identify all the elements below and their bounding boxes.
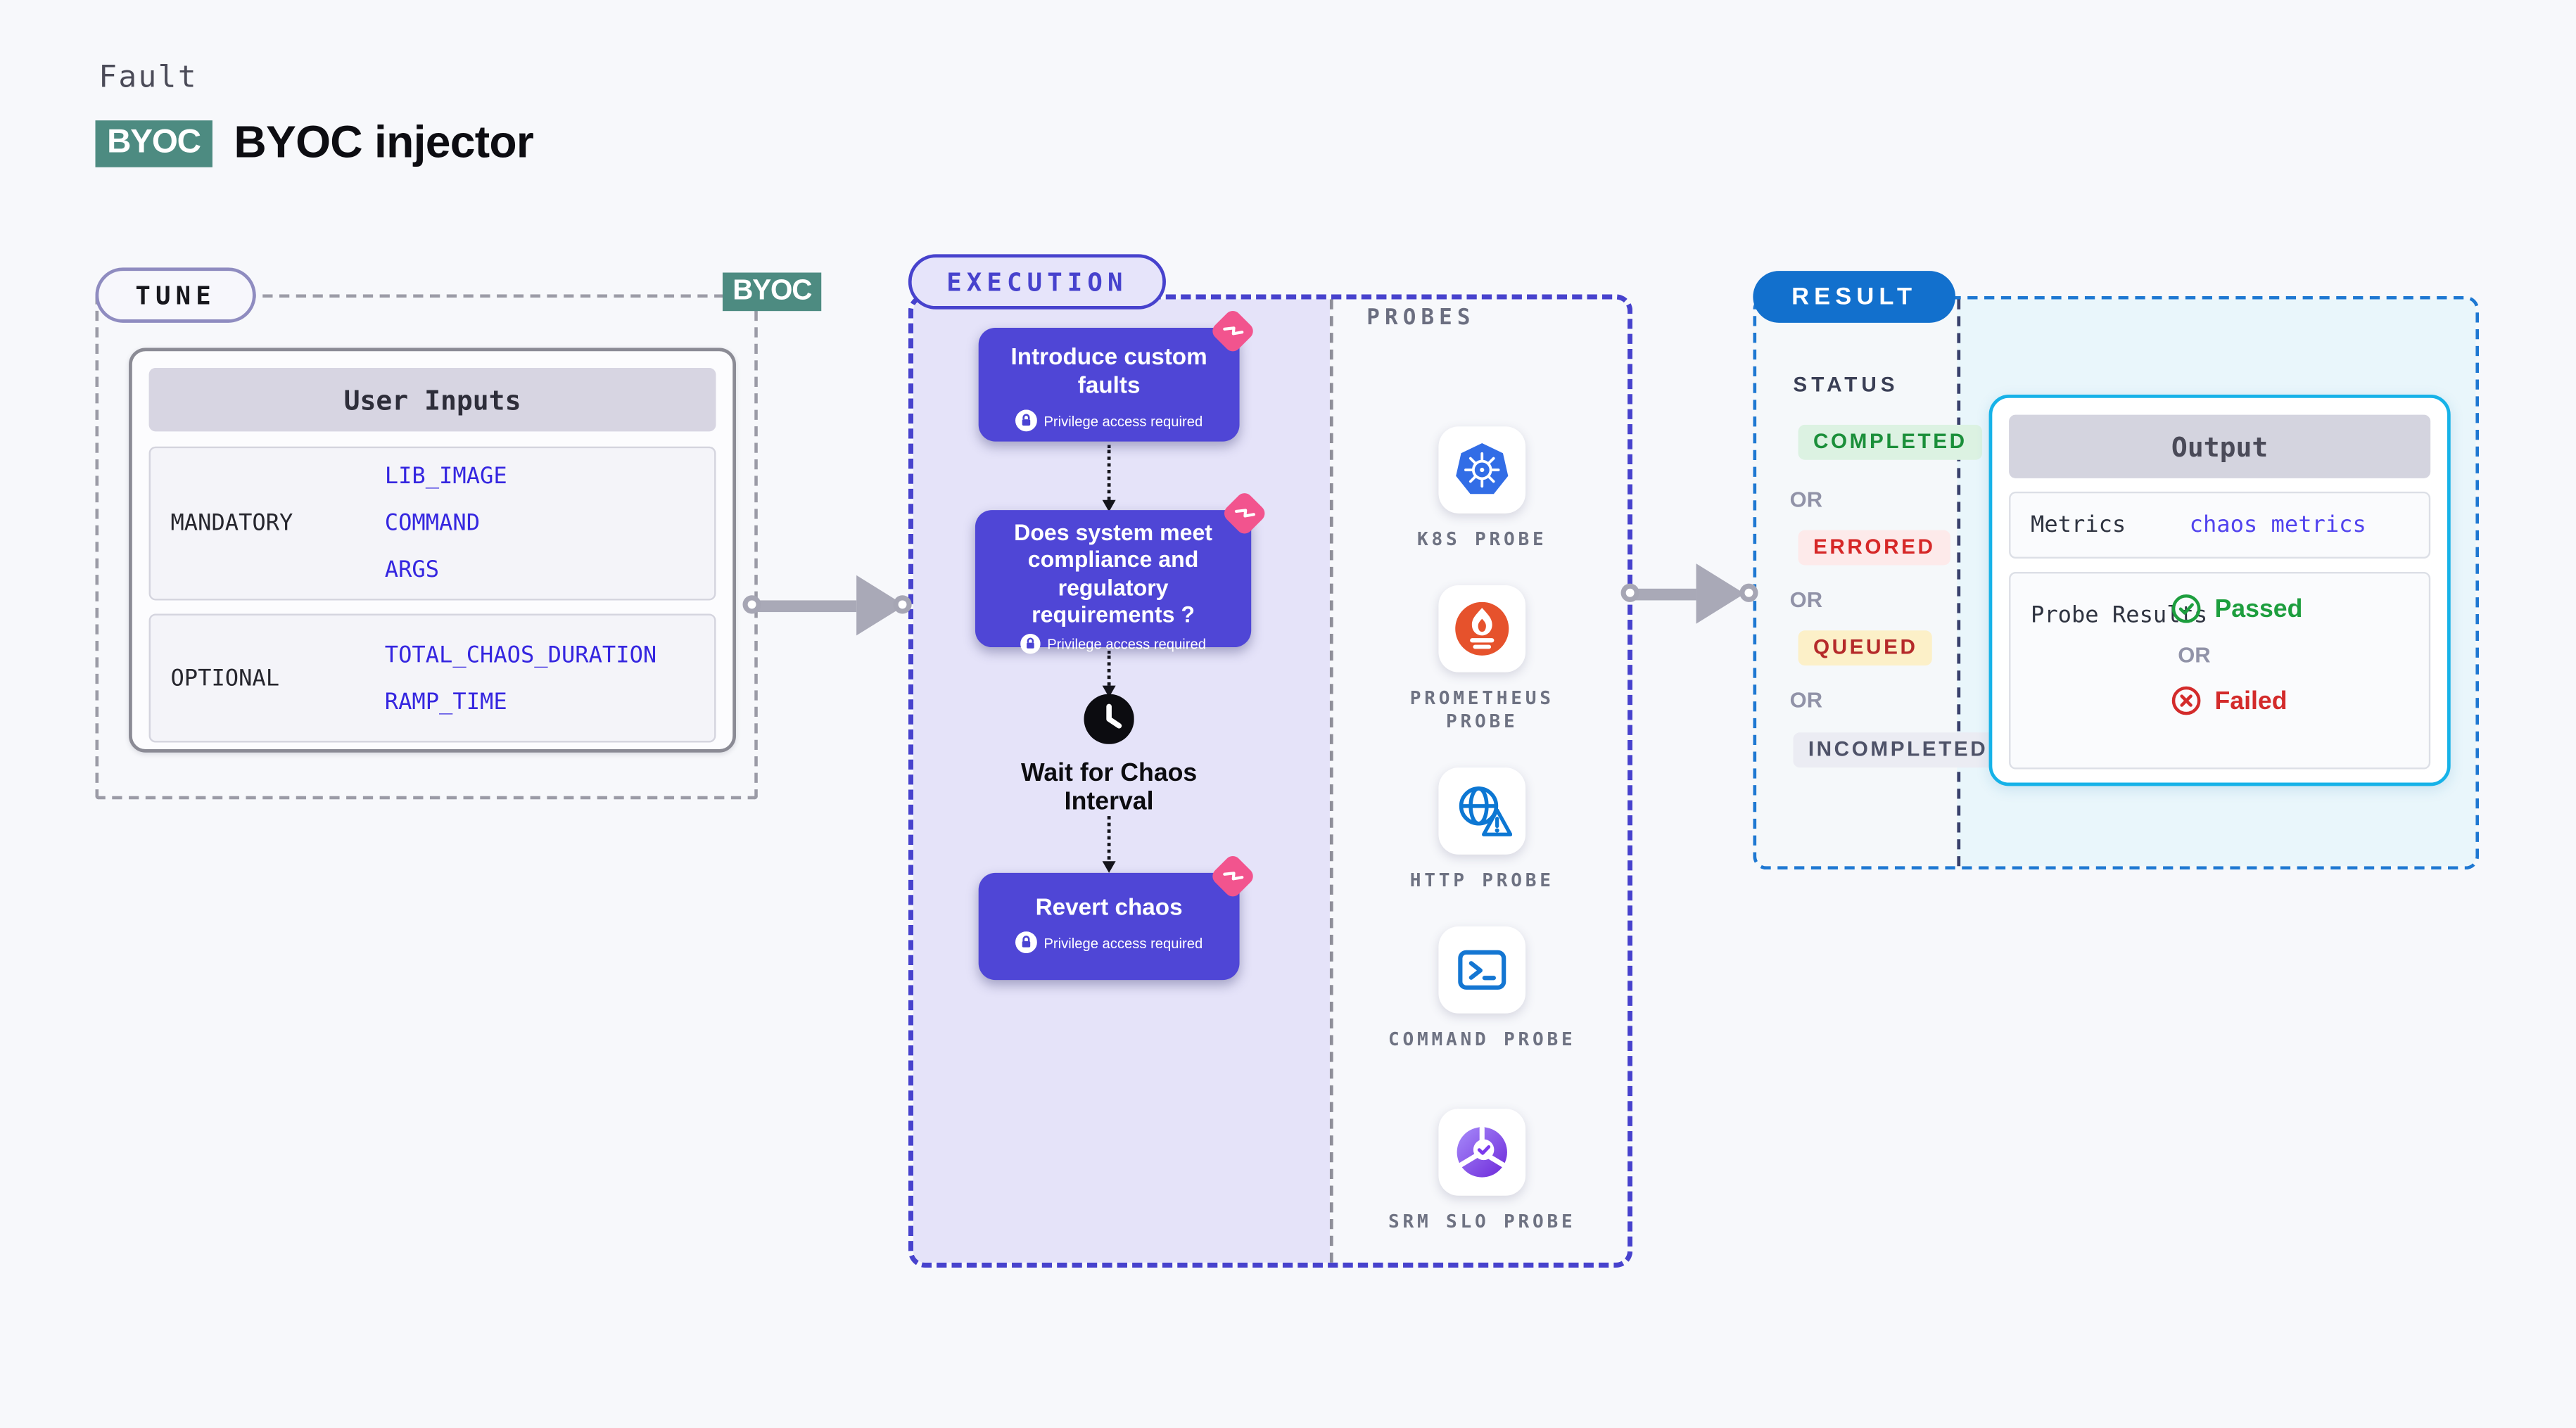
chaos-metrics-link[interactable]: chaos metrics [2189,511,2366,539]
kubernetes-icon [1456,442,1509,495]
or-label: OR [1789,687,1823,713]
status-heading: STATUS [1793,373,1899,397]
failed-result: Failed [2171,686,2423,716]
probes-divider [1329,299,1333,1263]
probe-results-row: Probe Results Passed OR [2009,572,2431,770]
arrowhead-icon [1696,563,1745,624]
privilege-note-text: Privilege access required [1043,412,1203,430]
chaos-experiment-icon [1209,853,1257,900]
execution-panel [913,299,1330,1263]
probe-label: PROMETHEUS PROBE [1409,687,1554,733]
step-title: Does system meet compliance and regulato… [1014,520,1213,628]
probe-card [1438,767,1526,855]
user-inputs-card: User Inputs MANDATORY LIB_IMAGE COMMAND … [129,348,736,753]
status-badge-queued: QUEUED [1798,630,1933,666]
chaos-experiment-icon [1209,307,1257,355]
failed-label: Failed [2214,686,2288,715]
result-pill: RESULT [1753,271,1956,323]
mandatory-row: MANDATORY LIB_IMAGE COMMAND ARGS [148,446,716,601]
title-row: BYOC BYOC injector [95,117,534,169]
step-title: Introduce custom faults [1010,343,1207,398]
arrow-tune-execution [756,600,857,613]
clock-icon [1084,694,1134,744]
probe-k8s: K8S PROBE [1382,426,1582,552]
probe-command: COMMAND PROBE [1382,926,1582,1052]
execution-section [908,294,1633,1268]
output-header: Output [2009,414,2431,478]
privilege-note-text: Privilege access required [1043,933,1203,951]
input-args: ARGS [384,556,440,584]
probe-prometheus: PROMETHEUS PROBE [1382,585,1582,735]
probe-label: K8S PROBE [1416,528,1547,551]
probe-results-label: Probe Results [2031,601,2208,629]
step-introduce-custom-faults: Introduce custom faults Privilege access… [978,307,1257,442]
privilege-note: Privilege access required [979,931,1240,954]
probe-card [1438,426,1526,514]
output-card: Output Metrics chaos metrics Probe Resul… [1988,395,2451,786]
page-title: BYOC injector [234,117,534,167]
connector-dot [1739,583,1758,602]
or-label: OR [2178,642,2211,668]
byoc-logo-badge: BYOC [95,119,212,167]
chaos-experiment-icon [1221,490,1269,537]
terminal-icon [1458,950,1506,990]
or-label: OR [1789,587,1823,613]
privilege-note: Privilege access required [979,409,1240,432]
status-badge-incompleted: INCOMPLETED [1793,732,2003,768]
probe-label: COMMAND PROBE [1388,1028,1576,1050]
probe-card [1438,926,1526,1014]
result-section: STATUS COMPLETED OR ERRORED OR QUEUED OR… [1753,295,2480,870]
input-total-chaos-duration: TOTAL_CHAOS_DURATION [384,641,657,668]
tune-byoc-corner-badge: BYOC [722,272,822,312]
slo-pie-check-icon [1457,1125,1507,1178]
step-compliance-check: Does system meet compliance and regulato… [975,490,1269,654]
input-lib-image: LIB_IMAGE [384,463,507,490]
privilege-note-text: Privilege access required [1047,635,1206,652]
check-circle-icon [2171,594,2201,623]
user-inputs-header: User Inputs [148,367,716,432]
input-ramp-time: RAMP_TIME [384,688,507,715]
metrics-row: Metrics chaos metrics [2009,491,2431,559]
flow-arrow-down [1102,445,1116,512]
probe-label: SRM SLO PROBE [1388,1211,1576,1233]
connector-dot [742,595,761,614]
passed-label: Passed [2214,594,2303,623]
metrics-label: Metrics [2031,511,2126,539]
connector-dot [893,595,912,614]
x-circle-icon [2171,686,2201,715]
status-badge-completed: COMPLETED [1798,424,1983,460]
arrow-execution-result [1634,588,1696,601]
or-label: OR [1789,486,1823,512]
flow-arrow-down [1102,816,1116,873]
flow-arrow-down [1102,650,1116,698]
lock-icon [1020,633,1041,654]
probe-card [1438,1109,1526,1196]
probe-card [1438,585,1526,672]
execution-pill: EXECUTION [908,254,1166,310]
wait-step-title: Wait for Chaos Interval [1020,759,1198,817]
tune-section [95,294,758,800]
status-badge-errored: ERRORED [1798,530,1950,566]
fault-kicker: Fault [99,60,198,96]
passed-result: Passed [2171,594,2423,624]
mandatory-label: MANDATORY [170,510,293,537]
optional-label: OPTIONAL [170,664,280,692]
probe-srm-slo: SRM SLO PROBE [1382,1109,1582,1235]
step-wait-for-chaos-interval: Wait for Chaos Interval [1017,694,1200,817]
probe-http: HTTP PROBE [1382,767,1582,893]
prometheus-icon [1455,601,1509,656]
probe-label: HTTP PROBE [1409,869,1554,892]
optional-row: OPTIONAL TOTAL_CHAOS_DURATION RAMP_TIME [148,613,716,743]
probes-heading: PROBES [1366,306,1476,331]
tune-pill: TUNE [95,267,256,323]
step-revert-chaos: Revert chaos Privilege access required [978,853,1257,981]
privilege-note: Privilege access required [975,633,1251,654]
step-title: Revert chaos [1035,893,1183,920]
lock-icon [1015,409,1037,432]
globe-warning-icon [1458,786,1511,836]
input-command: COMMAND [384,510,481,537]
lock-icon [1015,931,1037,954]
connector-dot [1620,583,1639,602]
